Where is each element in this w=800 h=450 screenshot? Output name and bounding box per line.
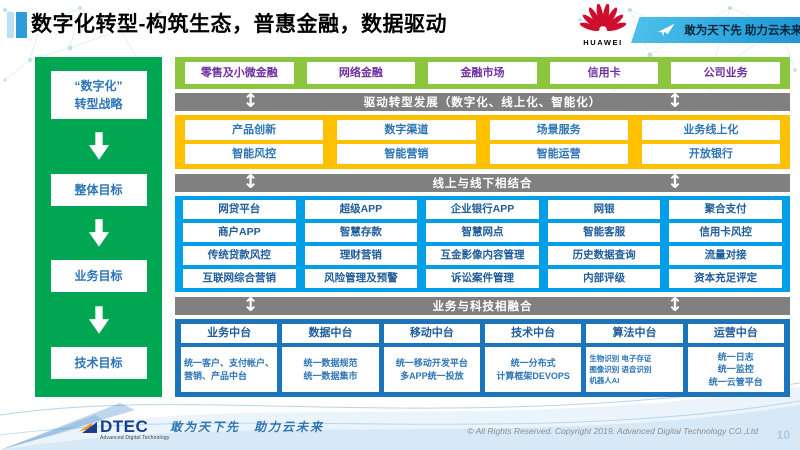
capability-item: 智能风控	[185, 144, 324, 165]
adtec-subtext: Advanced Digital Technology	[100, 435, 170, 441]
connector-label: 线上与线下相结合	[432, 178, 533, 190]
application-item: 资本充足评定	[669, 269, 782, 288]
capability-item: 业务线上化	[641, 119, 780, 140]
connector-label: 驱动转型发展（数字化、线上化、智能化）	[363, 97, 602, 109]
page-number: 10	[776, 428, 790, 442]
platform-header: 数据中台	[282, 324, 379, 343]
sidebar-item-business-goal: 业务目标	[50, 260, 147, 293]
business-line-item: 金融市场	[428, 62, 537, 84]
application-item: 风险管理及预警	[304, 269, 418, 288]
platform-column: 数据中台 统一数据规范 统一数据集市	[282, 324, 379, 392]
platform-body: 统一分布式 计算框架DEVOPS	[484, 347, 582, 392]
huawei-flower-icon	[579, 3, 627, 32]
platform-body: 生物识别 电子存证 图像识别 语音识别 机器人AI	[586, 347, 683, 392]
capability-item: 产品创新	[185, 119, 324, 140]
application-item: 网贷平台	[183, 200, 296, 219]
page-title: 数字化转型-构筑生态，普惠金融，数据驱动	[31, 13, 447, 36]
application-item: 传统贷款风控	[183, 246, 296, 265]
business-line-item: 公司业务	[671, 62, 780, 84]
application-item: 历史数据查询	[547, 246, 661, 265]
down-arrow-icon	[88, 305, 109, 334]
platform-header: 业务中台	[181, 324, 278, 343]
sidebar-item-tech-goal: 技术目标	[50, 346, 147, 379]
business-line-item: 信用卡	[549, 62, 659, 84]
platform-body: 统一客户、支付帐户、营销、产品中台	[181, 347, 278, 392]
title-bullet-marker	[7, 12, 27, 38]
connector-label: 业务与科技相融合	[432, 301, 533, 313]
platform-header: 技术中台	[484, 324, 582, 343]
business-lines-band: 零售及小微金融 网络金融 金融市场 信用卡 公司业务	[175, 57, 790, 89]
capability-item: 开放银行	[641, 144, 780, 165]
banner-slogan: 敢为天下先 助力云未来	[684, 25, 800, 37]
application-item: 智能客服	[547, 223, 661, 242]
platform-body: 统一移动开发平台 多APP统一投放	[383, 347, 480, 392]
down-arrow-icon	[88, 132, 109, 161]
platform-column: 移动中台 统一移动开发平台 多APP统一投放	[383, 324, 480, 392]
application-item: 诉讼案件管理	[426, 269, 539, 288]
copyright-text: © All Rights Reserved. Copyright 2019. A…	[467, 426, 758, 436]
capability-item: 数字渠道	[337, 119, 476, 140]
down-arrow-icon	[88, 219, 109, 247]
platform-column: 技术中台 统一分布式 计算框架DEVOPS	[484, 324, 582, 392]
updown-arrow-icon: ↕	[667, 171, 683, 193]
application-item: 信用卡风控	[669, 223, 782, 242]
application-item: 企业银行APP	[426, 200, 539, 219]
application-item: 聚合支付	[669, 200, 782, 219]
slogan-banner: 敢为天下先 助力云未来	[631, 17, 800, 43]
capability-item: 场景服务	[489, 119, 628, 140]
huawei-wordmark: HUAWEI	[583, 38, 623, 47]
sidebar-item-strategy: “数字化” 转型战略	[50, 71, 147, 119]
footer-slogan: 敢为天下先 助力云未来	[170, 420, 325, 434]
platform-header: 移动中台	[383, 324, 480, 343]
platform-column: 业务中台 统一客户、支付帐户、营销、产品中台	[181, 324, 278, 392]
application-item: 理财营销	[304, 246, 418, 265]
updown-arrow-icon: ↕	[667, 90, 683, 112]
application-item: 商户APP	[183, 223, 296, 242]
middle-platform-band: 业务中台 统一客户、支付帐户、营销、产品中台 数据中台 统一数据规范 统一数据集…	[175, 319, 790, 397]
platform-header: 运营中台	[687, 324, 784, 343]
adtec-arrow-icon	[79, 422, 97, 433]
application-item: 网银	[547, 200, 661, 219]
platform-column: 运营中台 统一日志 统一监控 统一云管平台	[687, 324, 784, 392]
platform-column: 算法中台 生物识别 电子存证 图像识别 语音识别 机器人AI	[586, 324, 683, 392]
application-item: 内部评级	[547, 269, 661, 288]
application-item: 智慧网点	[426, 223, 539, 242]
updown-arrow-icon: ↕	[667, 294, 683, 316]
application-item: 流量对接	[669, 246, 782, 265]
application-item: 互联网综合营销	[183, 269, 296, 288]
platform-body: 统一数据规范 统一数据集市	[282, 347, 379, 392]
platform-header: 算法中台	[586, 324, 683, 343]
application-item: 超级APP	[304, 200, 418, 219]
capability-item: 智能营销	[337, 144, 476, 165]
application-item: 互金影像内容管理	[426, 246, 539, 265]
application-item: 智慧存款	[304, 223, 418, 242]
updown-arrow-icon: ↕	[242, 294, 259, 316]
connector-business-tech: ↕ 业务与科技相融合 ↕	[175, 294, 790, 316]
sidebar-item-overall-goal: 整体目标	[50, 173, 147, 206]
architecture-diagram: 零售及小微金融 网络金融 金融市场 信用卡 公司业务 ↕ 驱动转型发展（数字化、…	[175, 57, 790, 397]
transformation-capability-band: 产品创新 数字渠道 场景服务 业务线上化 智能风控 智能营销 智能运营 开放银行	[175, 115, 790, 169]
updown-arrow-icon: ↕	[242, 90, 259, 112]
updown-arrow-icon: ↕	[242, 171, 259, 193]
paper-plane-icon	[657, 23, 675, 36]
adtec-wordmark: DTEC	[100, 417, 149, 436]
business-line-item: 零售及小微金融	[185, 62, 294, 84]
adtec-logo: DTEC Advanced Digital Technology	[78, 418, 170, 441]
business-line-item: 网络金融	[306, 62, 416, 84]
application-systems-band: 网贷平台 超级APP 企业银行APP 网银 聚合支付 商户APP 智慧存款 智慧…	[175, 196, 790, 292]
platform-body: 统一日志 统一监控 统一云管平台	[687, 347, 784, 392]
huawei-logo: HUAWEI	[574, 3, 632, 47]
strategy-sidebar: “数字化” 转型战略 整体目标 业务目标 技术目标	[35, 57, 162, 397]
connector-drive-transform: ↕ 驱动转型发展（数字化、线上化、智能化） ↕	[175, 90, 790, 112]
connector-online-offline: ↕ 线上与线下相结合 ↕	[175, 171, 790, 193]
capability-item: 智能运营	[489, 144, 628, 165]
